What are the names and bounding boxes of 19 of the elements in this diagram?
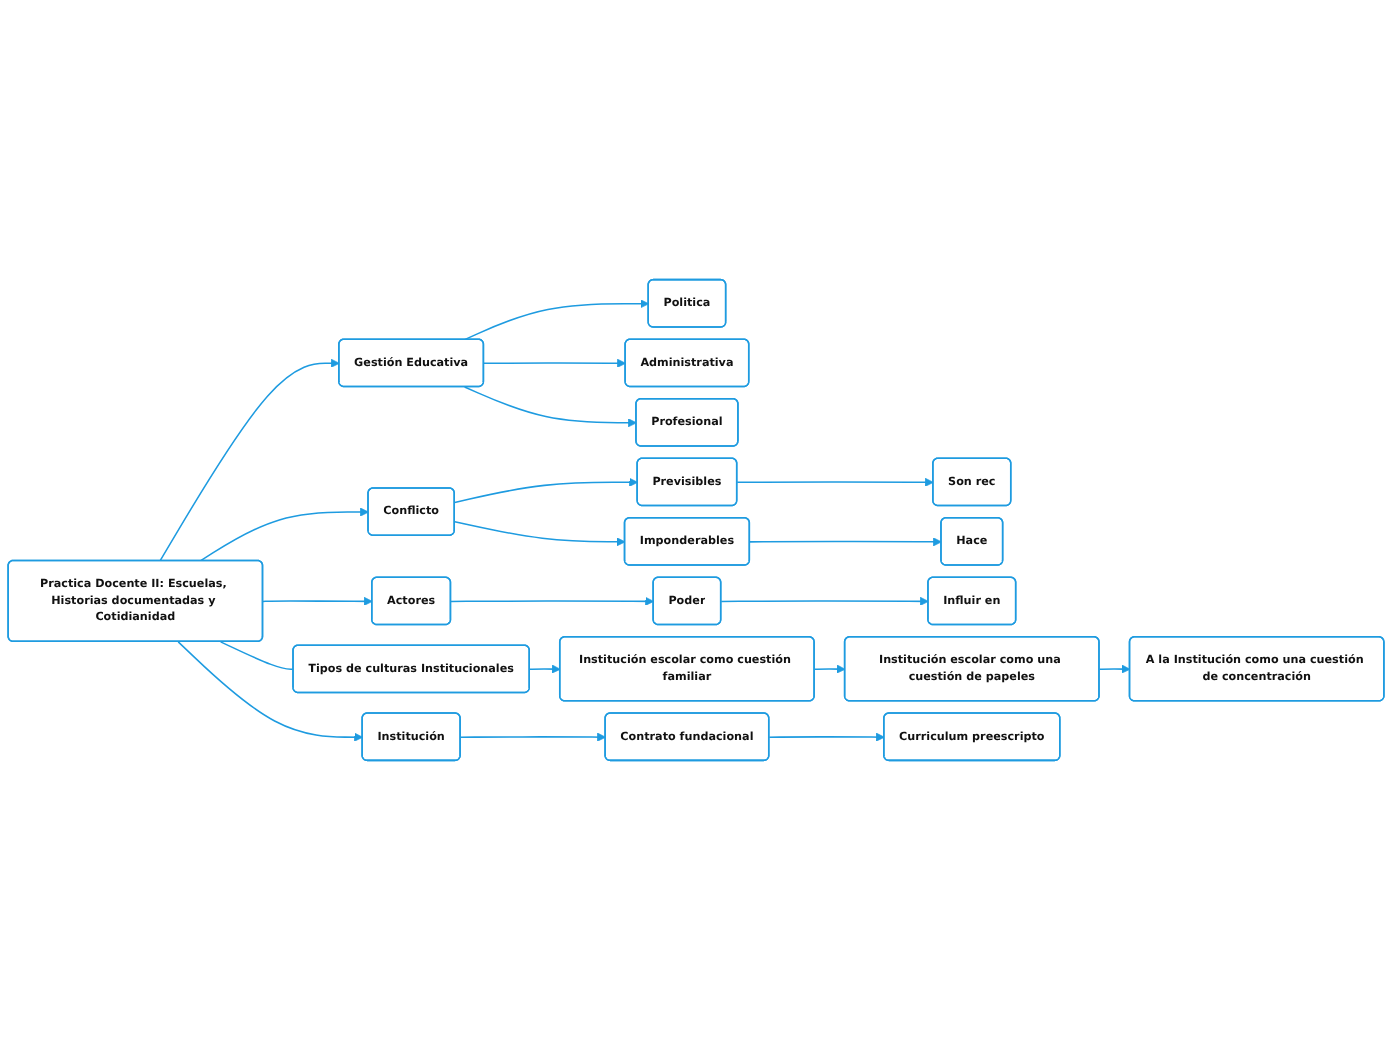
connector: [219, 641, 295, 671]
arrow: [463, 386, 637, 428]
arrow: [177, 641, 364, 742]
arrow: [453, 520, 626, 547]
arrow: [483, 358, 627, 368]
arrow: [768, 732, 885, 742]
arrow: [199, 507, 369, 562]
arrow: [262, 596, 373, 606]
arrow: [1098, 664, 1131, 674]
arrow: [720, 596, 929, 606]
arrow: [528, 664, 561, 674]
arrow: [459, 732, 606, 742]
arrow: [453, 477, 639, 504]
arrow: [813, 664, 846, 674]
arrow: [736, 477, 934, 487]
arrow: [159, 358, 340, 562]
arrow: [450, 596, 655, 606]
arrow: [749, 537, 942, 547]
arrow: [463, 299, 650, 341]
